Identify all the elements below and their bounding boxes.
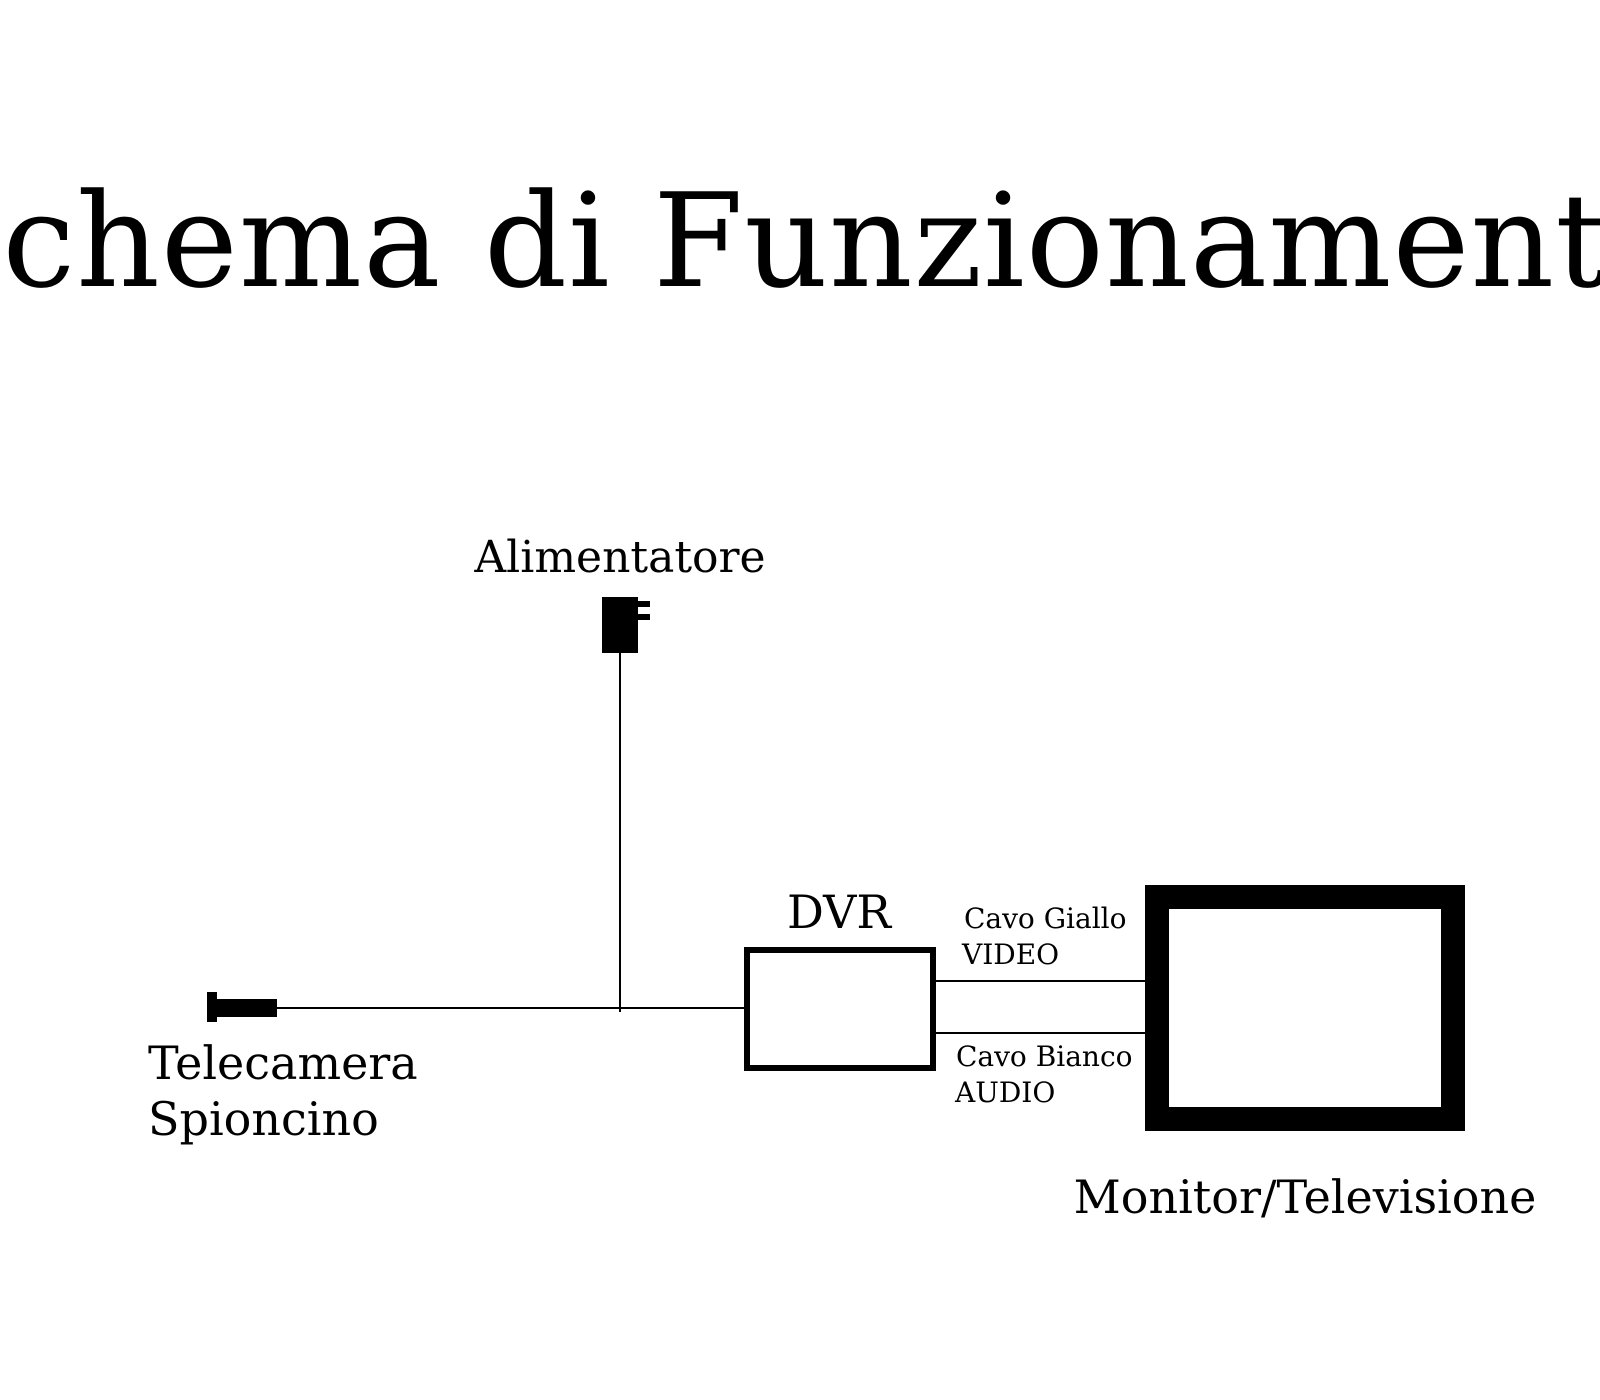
peephole-camera-icon [207, 992, 277, 1022]
power-plug-icon [602, 597, 650, 653]
audio-cable-label-line2: AUDIO [954, 1076, 1055, 1109]
dvr-label: DVR [787, 885, 892, 939]
power-supply-label: Alimentatore [473, 532, 765, 583]
video-cable-label-line2: VIDEO [961, 938, 1059, 971]
camera-label-line2: Spioncino [148, 1092, 379, 1146]
video-cable-label-line1: Cavo Giallo [964, 902, 1126, 935]
monitor-screen [1145, 885, 1465, 1131]
audio-cable-label-line1: Cavo Bianco [956, 1040, 1133, 1073]
monitor-label: Monitor/Televisione [1074, 1170, 1537, 1224]
camera-label-line1: Telecamera [148, 1036, 418, 1090]
dvr-box [744, 947, 936, 1071]
page-title: Schema di Funzionamento [0, 165, 1600, 317]
